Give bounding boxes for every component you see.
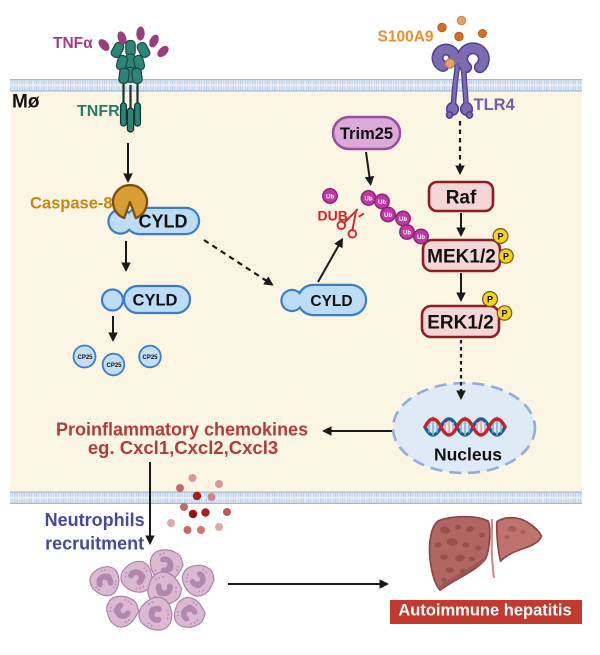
svg-text:TLR4: TLR4 bbox=[474, 96, 516, 114]
svg-text:P: P bbox=[497, 231, 503, 241]
svg-text:Neutrophils: Neutrophils bbox=[45, 510, 145, 530]
svg-text:TNFR: TNFR bbox=[77, 103, 120, 120]
svg-text:Ub: Ub bbox=[378, 200, 386, 206]
svg-text:ERK1/2: ERK1/2 bbox=[427, 313, 494, 334]
svg-text:S100A9: S100A9 bbox=[378, 29, 434, 46]
svg-text:Ub: Ub bbox=[384, 213, 392, 219]
svg-text:CYLD: CYLD bbox=[310, 293, 352, 310]
svg-text:Caspase-8: Caspase-8 bbox=[30, 195, 113, 213]
svg-text:CYLD: CYLD bbox=[133, 292, 178, 310]
svg-text:Ub: Ub bbox=[326, 194, 334, 200]
svg-text:eg. Cxcl1,Cxcl2,Cxcl3: eg. Cxcl1,Cxcl2,Cxcl3 bbox=[88, 437, 278, 458]
svg-text:Proinflammatory chemokines: Proinflammatory chemokines bbox=[56, 420, 308, 440]
svg-text:Autoimmune hepatitis: Autoimmune hepatitis bbox=[398, 602, 571, 620]
svg-text:CP25: CP25 bbox=[106, 363, 122, 369]
svg-text:P: P bbox=[487, 294, 493, 304]
svg-text:Ub: Ub bbox=[365, 196, 373, 202]
svg-text:CP25: CP25 bbox=[142, 355, 158, 361]
svg-text:DUB: DUB bbox=[318, 208, 348, 224]
svg-text:P: P bbox=[501, 308, 507, 318]
svg-text:Mø: Mø bbox=[12, 92, 40, 113]
svg-text:TNFα: TNFα bbox=[53, 35, 93, 52]
svg-text:MEK1/2: MEK1/2 bbox=[427, 247, 496, 268]
svg-text:Ub: Ub bbox=[399, 217, 407, 223]
svg-text:Nucleus: Nucleus bbox=[434, 445, 502, 465]
svg-text:CP25: CP25 bbox=[77, 355, 93, 361]
svg-text:Ub: Ub bbox=[417, 235, 425, 241]
svg-text:Trim25: Trim25 bbox=[340, 125, 393, 143]
svg-text:P: P bbox=[503, 251, 509, 261]
svg-text:Raf: Raf bbox=[446, 188, 477, 209]
svg-text:recruitment: recruitment bbox=[45, 534, 144, 554]
svg-text:Ub: Ub bbox=[403, 230, 411, 236]
svg-text:CYLD: CYLD bbox=[139, 212, 188, 232]
